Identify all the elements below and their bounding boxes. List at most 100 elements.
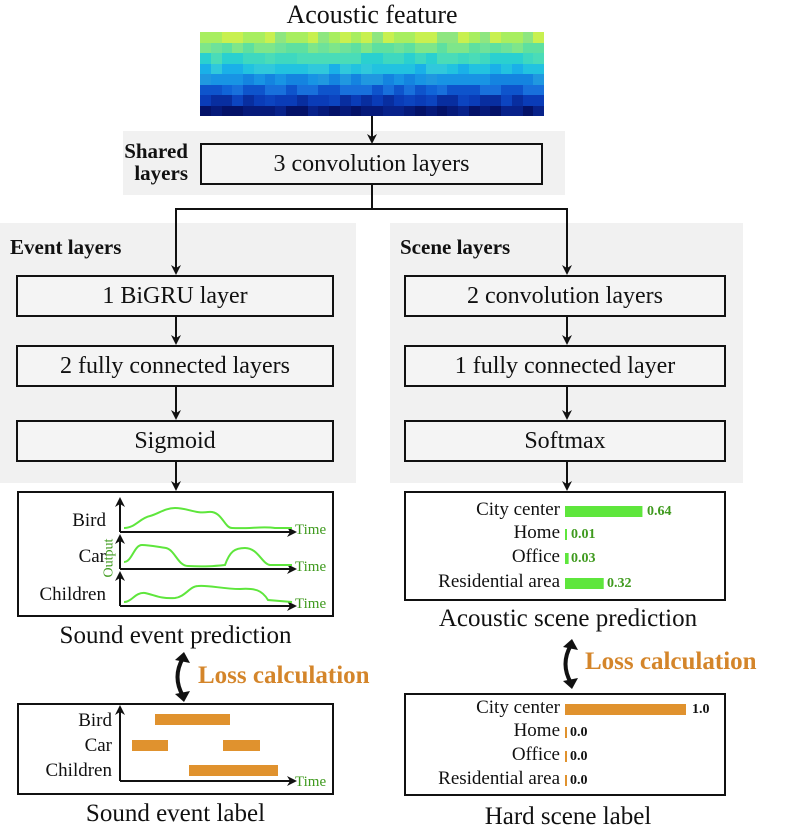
spectrogram-cell	[511, 63, 523, 74]
spectrogram-cell	[415, 32, 426, 43]
pred-row-label-car: Car	[78, 546, 106, 567]
spectrogram-cell	[501, 74, 512, 85]
spectrogram-cell	[458, 53, 469, 64]
spectrogram-cell	[253, 32, 265, 43]
spectrogram-cell	[253, 84, 265, 95]
spectrogram-cell	[275, 42, 286, 53]
spectrogram-cell	[318, 84, 329, 95]
spectrogram-cell	[458, 63, 469, 74]
scene-prediction-bars	[565, 506, 643, 589]
spectrogram-cell	[490, 74, 501, 85]
spectrogram-cell	[415, 42, 426, 53]
spectrogram-cell	[447, 32, 458, 43]
spectrogram-cell	[307, 105, 319, 116]
spectrogram-cell	[307, 53, 319, 64]
sound-event-prediction-caption: Sound event prediction	[59, 622, 292, 649]
spectrogram-cell	[200, 84, 211, 95]
spectrogram-cell	[447, 63, 458, 74]
spectrogram-cell	[361, 84, 372, 95]
scene-label-bar-3	[565, 775, 567, 786]
shared-layers-label: Shared layers	[124, 139, 188, 185]
spectrogram-cell	[458, 32, 469, 43]
spectrogram-cell	[372, 74, 383, 85]
spectrogram-cell	[382, 63, 394, 74]
spectrogram-cell	[415, 84, 426, 95]
spectrogram-cell	[382, 53, 394, 64]
spectrogram-cell	[350, 32, 362, 43]
spectrogram-cell	[329, 74, 340, 85]
spectrogram-cell	[522, 53, 534, 64]
spectrogram-cell	[253, 105, 265, 116]
spectrogram-cell	[296, 42, 308, 53]
spectrogram-cell	[404, 42, 415, 53]
softmax-box: Softmax	[404, 420, 726, 462]
spectrogram-cell	[200, 95, 211, 106]
spectrogram-cell	[415, 95, 426, 106]
spectrogram-cell	[264, 105, 276, 116]
spectrogram-cell	[200, 105, 211, 116]
spectrogram-cell	[372, 63, 383, 74]
spectrogram-cell	[200, 74, 211, 85]
scene-pred-bar-2	[565, 553, 569, 564]
spectrogram-cell	[511, 105, 523, 116]
spectrogram-cell	[221, 105, 233, 116]
scene-layers-title: Scene layers	[400, 235, 511, 259]
spectrogram-cell	[275, 74, 286, 85]
spectrogram-cell	[468, 84, 480, 95]
spectrogram-cell	[329, 105, 340, 116]
sigmoid-box: Sigmoid	[16, 420, 334, 462]
spectrogram-cell	[264, 32, 276, 43]
spectrogram-cell	[425, 32, 437, 43]
pred-x-axis-label-3: Time	[295, 596, 327, 612]
spectrogram-cell	[232, 105, 243, 116]
pred-axes	[115, 497, 297, 611]
label-bar-car-2	[223, 740, 260, 751]
spectrogram-cell	[511, 53, 523, 64]
spectrogram-cell	[253, 53, 265, 64]
spectrogram-cell	[350, 74, 362, 85]
event-loss-label: Loss calculation	[198, 662, 370, 689]
spectrogram-cell	[264, 95, 276, 106]
label-bar-bird	[155, 714, 230, 725]
scene-pred-bar-1	[565, 529, 567, 540]
spectrogram-cell	[200, 42, 211, 53]
spectrogram-cell	[393, 84, 405, 95]
spectrogram-cell	[350, 105, 362, 116]
spectrogram-cell	[490, 84, 501, 95]
spectrogram-cell	[350, 63, 362, 74]
spectrogram-cell	[382, 84, 394, 95]
pred-curve-car	[123, 543, 292, 568]
spectrogram-cell	[318, 105, 329, 116]
spectrogram-cell	[275, 84, 286, 95]
spectrogram-cell	[307, 84, 319, 95]
spectrogram-cell	[339, 42, 351, 53]
spectrogram-cell	[479, 53, 491, 64]
spectrogram-cell	[361, 42, 372, 53]
spectrogram-cell	[458, 95, 469, 106]
spectrogram-cell	[318, 32, 329, 43]
spectrogram-cell	[436, 84, 448, 95]
spectrogram-cell	[329, 63, 340, 74]
spectrogram-cell	[243, 53, 254, 64]
acoustic-scene-prediction-caption: Acoustic scene prediction	[438, 605, 698, 632]
spectrogram-cell	[361, 32, 372, 43]
spectrogram-cell	[425, 105, 437, 116]
spectrogram-cell	[275, 95, 286, 106]
spectrogram-cell	[404, 53, 415, 64]
spectrogram-cell	[318, 53, 329, 64]
spectrogram-cell	[501, 32, 512, 43]
spectrogram-cell	[318, 74, 329, 85]
spectrogram-cell	[372, 53, 383, 64]
spectrogram-cell	[425, 53, 437, 64]
spectrogram-cell	[468, 63, 480, 74]
spectrogram-cell	[350, 95, 362, 106]
spectrogram-cell	[232, 42, 243, 53]
spectrogram-cell	[415, 53, 426, 64]
spectrogram-cell	[533, 84, 544, 95]
spectrogram-cell	[447, 105, 458, 116]
spectrogram-cell	[479, 32, 491, 43]
spectrogram-cell	[221, 53, 233, 64]
spectrogram-cell	[253, 74, 265, 85]
spectrogram-cell	[296, 63, 308, 74]
spectrogram-cell	[501, 95, 512, 106]
